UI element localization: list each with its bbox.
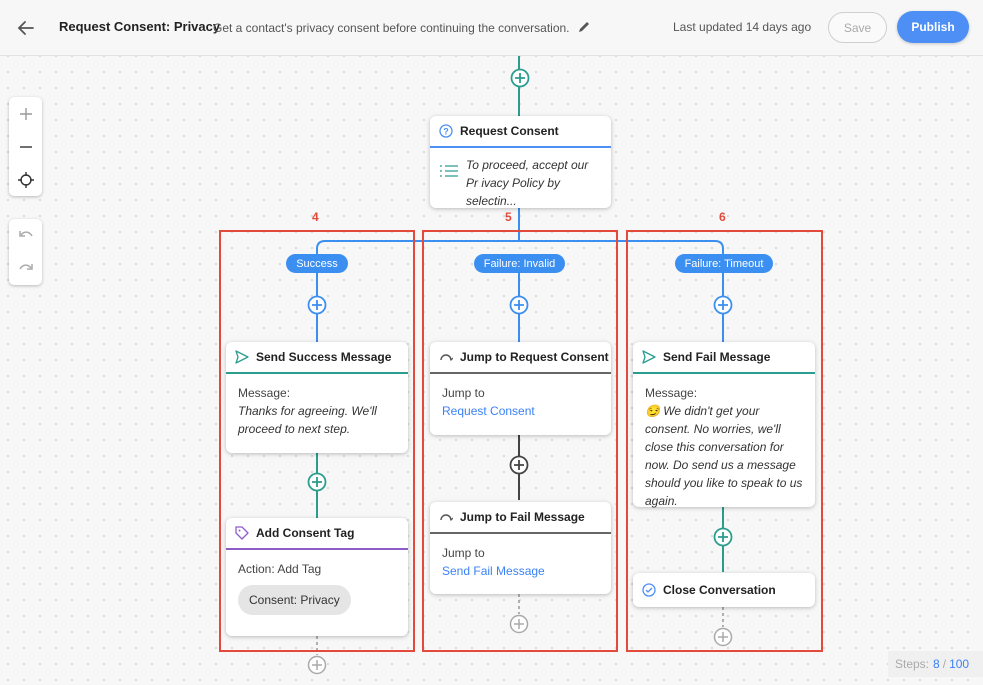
- back-arrow-icon[interactable]: [14, 16, 38, 40]
- question-circle-icon: ?: [439, 124, 453, 138]
- jump-label: Jump to: [442, 386, 485, 400]
- add-step-icon[interactable]: [509, 614, 529, 634]
- message-label: Message:: [238, 386, 291, 400]
- node-request-consent[interactable]: ? Request Consent To proceed, accept our…: [430, 116, 611, 208]
- message-text: 😏 We didn't get your consent. No worries…: [645, 404, 803, 508]
- zoom-in-icon[interactable]: [9, 97, 42, 130]
- node-title: Jump to Fail Message: [460, 510, 585, 524]
- jump-target-link[interactable]: Send Fail Message: [442, 564, 545, 578]
- undo-icon[interactable]: [9, 219, 42, 252]
- svg-text:?: ?: [443, 127, 449, 137]
- branch-label-success[interactable]: Success: [286, 254, 348, 273]
- node-send-success-message[interactable]: Send Success Message Message: Thanks for…: [226, 342, 408, 453]
- node-add-consent-tag[interactable]: Add Consent Tag Action: Add Tag Consent:…: [226, 518, 408, 636]
- add-step-icon[interactable]: [713, 527, 733, 547]
- check-circle-icon: [642, 583, 656, 597]
- zoom-controls: [9, 97, 42, 196]
- node-jump-to-request-consent[interactable]: Jump to Request Consent Jump to Request …: [430, 342, 611, 435]
- annotation-number: 5: [505, 210, 512, 224]
- tag-chip: Consent: Privacy: [238, 585, 351, 615]
- add-step-icon[interactable]: [713, 627, 733, 647]
- jump-icon: [439, 350, 453, 364]
- pencil-icon[interactable]: [576, 19, 592, 35]
- steps-label: Steps:: [895, 657, 930, 671]
- send-icon: [642, 350, 656, 364]
- add-step-icon[interactable]: [307, 655, 327, 675]
- zoom-out-icon[interactable]: [9, 130, 42, 163]
- top-bar: Request Consent: Privacy Get a contact's…: [0, 0, 983, 56]
- jump-target-link[interactable]: Request Consent: [442, 404, 535, 418]
- add-step-icon[interactable]: [307, 295, 327, 315]
- action-text: Action: Add Tag: [238, 562, 322, 576]
- node-title: Send Fail Message: [663, 350, 771, 364]
- recenter-icon[interactable]: [9, 163, 42, 196]
- message-label: Message:: [645, 386, 698, 400]
- branch-label-timeout[interactable]: Failure: Timeout: [675, 254, 773, 273]
- node-title: Jump to Request Consent: [460, 350, 609, 364]
- node-jump-to-fail-message[interactable]: Jump to Fail Message Jump to Send Fail M…: [430, 502, 611, 594]
- jump-label: Jump to: [442, 546, 485, 560]
- node-title: Request Consent: [460, 124, 559, 138]
- node-title: Add Consent Tag: [256, 526, 355, 540]
- send-icon: [235, 350, 249, 364]
- steps-current: 8: [933, 657, 940, 671]
- node-title: Close Conversation: [663, 583, 776, 597]
- annotation-number: 4: [312, 210, 319, 224]
- add-step-icon[interactable]: [307, 472, 327, 492]
- steps-total: 100: [949, 657, 970, 671]
- branch-label-invalid[interactable]: Failure: Invalid: [474, 254, 565, 273]
- steps-counter: Steps: 8 / 100: [888, 651, 983, 677]
- annotation-number: 6: [719, 210, 726, 224]
- list-icon: [440, 164, 458, 210]
- history-controls: [9, 219, 42, 285]
- add-step-icon[interactable]: [509, 455, 529, 475]
- add-step-icon[interactable]: [713, 295, 733, 315]
- node-send-fail-message[interactable]: Send Fail Message Message: 😏 We didn't g…: [633, 342, 815, 508]
- node-close-conversation[interactable]: Close Conversation: [633, 573, 815, 607]
- save-button[interactable]: Save: [828, 12, 887, 43]
- node-preview: To proceed, accept our Pr ivacy Policy b…: [466, 158, 589, 208]
- add-step-icon[interactable]: [509, 295, 529, 315]
- steps-separator: /: [942, 657, 947, 671]
- add-step-icon[interactable]: [510, 68, 530, 88]
- page-description: Get a contact's privacy consent before c…: [213, 21, 570, 35]
- page-title: Request Consent: Privacy: [59, 19, 221, 34]
- tag-icon: [235, 526, 249, 540]
- jump-icon: [439, 510, 453, 524]
- redo-icon[interactable]: [9, 252, 42, 285]
- message-text: Thanks for agreeing. We'll proceed to ne…: [238, 404, 377, 436]
- publish-button[interactable]: Publish: [897, 11, 969, 43]
- last-updated-text: Last updated 14 days ago: [673, 20, 812, 34]
- node-title: Send Success Message: [256, 350, 392, 364]
